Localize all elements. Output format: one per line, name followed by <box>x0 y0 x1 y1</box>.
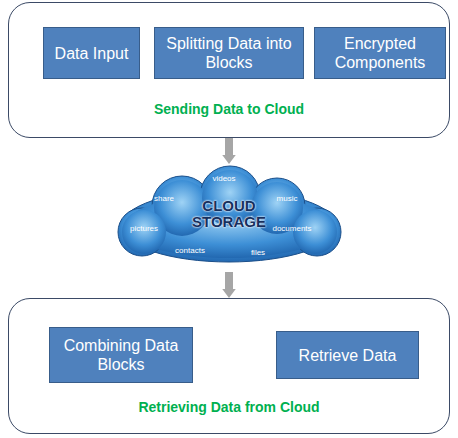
block-arrow <box>222 272 236 298</box>
process-box: Splitting Data into Blocks <box>154 27 304 79</box>
cloud-word: videos <box>212 174 235 183</box>
arrow-head <box>222 155 236 164</box>
arrow-head <box>222 289 236 298</box>
box-text: Splitting Data into Blocks <box>161 34 297 72</box>
box-text: Retrieve Data <box>299 346 397 365</box>
process-box: Combining Data Blocks <box>49 327 193 383</box>
block-arrow <box>222 138 236 164</box>
cloud-title: CLOUD STORAGE <box>186 198 272 230</box>
cloud-word: share <box>154 194 174 203</box>
arrow-shaft <box>225 138 233 155</box>
cloud-word: files <box>251 248 265 257</box>
cloud-word: documents <box>272 224 311 233</box>
group-panel: Retrieving Data from Cloud Combining Data… <box>8 298 450 434</box>
cloud-word: music <box>277 194 298 203</box>
group-title: Retrieving Data from Cloud <box>9 399 449 415</box>
group-title: Sending Data to Cloud <box>9 101 449 117</box>
process-box: Encrypted Components <box>314 27 446 79</box>
arrow-shaft <box>225 272 233 289</box>
process-box: Retrieve Data <box>276 331 419 379</box>
cloud-word: contacts <box>175 246 205 255</box>
process-box: Data Input <box>43 27 140 79</box>
box-text: Encrypted Components <box>321 34 439 72</box>
box-text: Data Input <box>55 44 129 63</box>
cloud-word: pictures <box>130 224 158 233</box>
box-text: Combining Data Blocks <box>56 336 186 374</box>
group-panel: Sending Data to Cloud Data Input Splitting… <box>8 2 450 138</box>
cloud-shape: CLOUD STORAGE videos share music pictures doc… <box>112 164 346 272</box>
